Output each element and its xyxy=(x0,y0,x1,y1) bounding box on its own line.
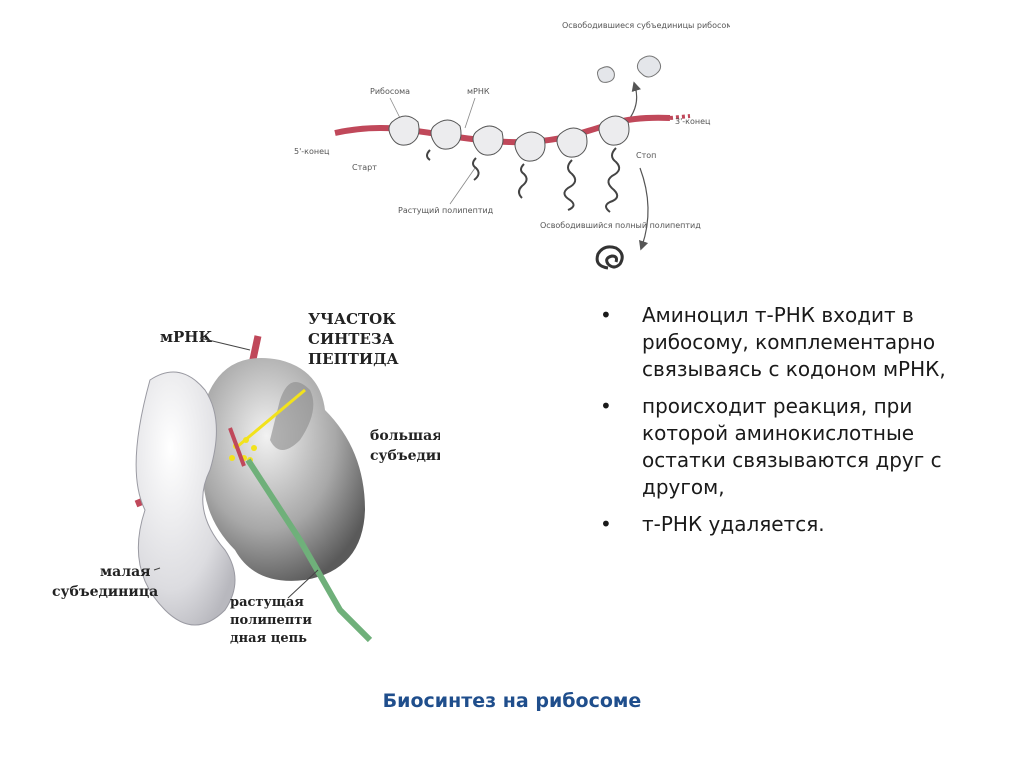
ribosome-6 xyxy=(598,115,630,146)
three-end-label: 3'-конец xyxy=(675,117,711,126)
ribosome-2 xyxy=(430,119,462,150)
small-subunit-shape xyxy=(135,371,236,626)
ribosome-4 xyxy=(514,131,546,162)
released-polypeptide-text: Освободившийся полный полипептид xyxy=(540,221,701,230)
small-subunit-leader xyxy=(153,567,161,571)
large-subunit-label: большая субъединица xyxy=(370,428,440,464)
mrna-label: мРНК xyxy=(467,87,490,96)
description-list: • Аминоцил т-РНК входит в рибосому, комп… xyxy=(600,302,980,548)
large-subunit-line2: субъединица xyxy=(370,448,440,464)
site-leader-line xyxy=(237,388,306,448)
released-small-subunit xyxy=(597,66,615,83)
released-subunits-label: Освободившиеся субъединицы рибосомы xyxy=(562,21,730,30)
mrna-3d-label: мРНК xyxy=(160,328,212,346)
mrna-3d-leader xyxy=(199,337,251,351)
five-end-label: 5'-конец xyxy=(294,147,330,156)
chain-label-line3: дная цепь xyxy=(230,631,307,646)
growing-leader xyxy=(449,167,476,205)
list-item-text: т-РНК удаляется. xyxy=(642,512,825,536)
released-large-subunit xyxy=(636,55,662,78)
chain-label: растущая полипепти дная цепь xyxy=(230,595,317,646)
bullet-dot: • xyxy=(600,303,612,327)
ribosome-group xyxy=(388,115,630,162)
site-label-line2: СИНТЕЗА xyxy=(308,330,395,348)
ribosome-3d-diagram: мРНК УЧАСТОК СИНТЕЗА ПЕПТИДА большая суб… xyxy=(52,310,440,646)
ribosome-1 xyxy=(388,115,420,146)
bullet-dot: • xyxy=(600,512,612,536)
start-label: Старт xyxy=(352,163,377,172)
list-item: • происходит реакция, при которой аминок… xyxy=(600,393,980,501)
slide-caption: Биосинтез на рибосоме xyxy=(382,690,642,712)
large-subunit-shape xyxy=(201,358,365,581)
list-item-text: Аминоцил т-РНК входит в рибосому, компле… xyxy=(642,303,946,381)
ribosome-leader xyxy=(389,97,401,119)
growing-polypeptide-label: Растущий полипептид xyxy=(398,206,494,215)
small-subunit-line2: субъединица xyxy=(52,584,158,600)
polypeptide-5 xyxy=(605,147,621,213)
list-item-text: происходит реакция, при которой аминокис… xyxy=(642,394,942,499)
ribosome-3 xyxy=(472,125,504,156)
polypeptide-chain xyxy=(245,458,373,643)
small-subunit-line1: малая xyxy=(100,564,151,580)
ribosome-label: Рибосома xyxy=(370,87,410,96)
chain-label-line1: растущая xyxy=(230,595,304,610)
chain-leader xyxy=(287,569,319,599)
stop-label: Стоп xyxy=(636,151,656,160)
polypeptide-1 xyxy=(426,149,431,161)
mrna-leader xyxy=(464,97,476,129)
polypeptide-4 xyxy=(563,159,577,211)
polypeptide-2 xyxy=(472,157,480,181)
polypeptide-group xyxy=(426,147,621,213)
release-arrow-down xyxy=(639,167,649,251)
chain-label-line2: полипепти xyxy=(230,613,312,628)
small-subunit-label: малая субъединица xyxy=(52,564,158,600)
large-subunit-line1: большая xyxy=(370,428,440,444)
site-label-line1: УЧАСТОК xyxy=(308,310,396,328)
site-label: УЧАСТОК СИНТЕЗА ПЕПТИДА xyxy=(308,310,401,368)
list-item: • Аминоцил т-РНК входит в рибосому, комп… xyxy=(600,302,980,383)
polysome-diagram: Освободившиеся субъединицы рибосомы Рибо… xyxy=(294,21,730,270)
release-arrow-up xyxy=(629,81,641,119)
site-label-line3: ПЕПТИДА xyxy=(308,350,399,368)
released-polypeptide-label: Освободившийся полный полипептид xyxy=(540,221,701,230)
bullet-dot: • xyxy=(600,394,612,418)
trna-stick xyxy=(228,427,246,467)
polypeptide-3 xyxy=(518,163,528,199)
ribosome-5 xyxy=(556,127,588,158)
large-subunit-fold xyxy=(270,382,314,450)
released-polypeptide xyxy=(595,245,624,270)
released-subunits-text: Освободившиеся субъединицы рибосомы xyxy=(562,21,730,30)
list-item: • т-РНК удаляется. xyxy=(600,511,980,538)
